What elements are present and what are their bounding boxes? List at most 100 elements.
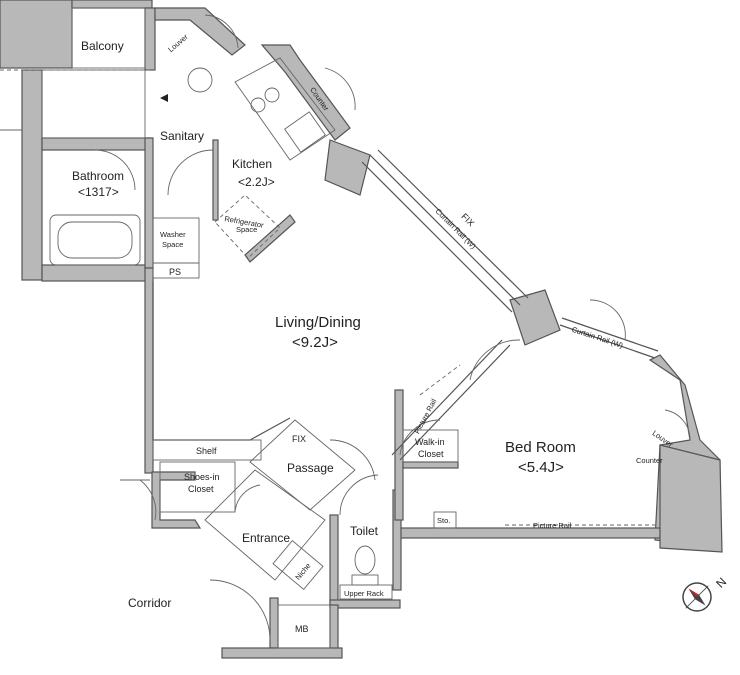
living-outline: [152, 282, 291, 441]
door-balcony: [204, 14, 239, 49]
wall-mid-pillar: [509, 289, 561, 346]
wall-toilet-left: [329, 514, 339, 606]
arrow-marker-icon: [160, 94, 168, 102]
label-walkin-2: Closet: [418, 449, 444, 459]
wall-kitchen-left: [212, 139, 219, 221]
window-living: [369, 154, 521, 306]
label-upper-rack: Upper Rack: [344, 589, 384, 598]
bed-partition: [399, 344, 511, 461]
wall-living-left: [144, 267, 154, 474]
wall-bottom: [221, 647, 343, 659]
wall-toilet-bottom: [329, 599, 401, 609]
shoes-closet: [159, 461, 236, 513]
label-fix-window: FIX: [459, 211, 476, 228]
label-shoes-1: Shoes-in: [184, 472, 220, 482]
label-louver-top: Louver: [166, 32, 190, 54]
stove-burner-1: [250, 97, 266, 113]
window-living-3: [361, 161, 513, 313]
wall-bath-top: [41, 137, 151, 151]
washbasin: [187, 67, 213, 93]
bathtub-inner: [57, 221, 133, 259]
upper-rack: [339, 584, 393, 600]
bathtub: [49, 214, 141, 266]
wall-bath-right: [144, 137, 154, 269]
label-niche: Niche: [293, 561, 312, 581]
wall-kitchen-top: [154, 7, 246, 56]
label-sto: Sto.: [437, 516, 450, 525]
stove-burner-2: [264, 87, 280, 103]
compass-north-label: N: [713, 575, 729, 591]
kitchen-counter: [234, 57, 336, 161]
label-shelf: Shelf: [196, 446, 217, 456]
label-bedroom-size: <5.4J>: [518, 459, 564, 476]
label-fix-passage: FIX: [292, 434, 306, 444]
picture-rail-living: [419, 364, 461, 396]
door-entrance: [209, 579, 271, 641]
label-shoes-2: Closet: [188, 484, 214, 494]
label-counter-bed: Counter: [636, 456, 663, 465]
refrigerator-space: [214, 194, 281, 259]
wall-balcony-right: [144, 7, 156, 71]
wall-balcony-top: [71, 0, 153, 9]
door-bedroom-window-2: [664, 409, 691, 441]
label-curtain-bed: Curtain Rail (W): [571, 325, 625, 350]
wall-closet-left: [394, 389, 404, 521]
wall-mb-left: [269, 597, 279, 649]
door-shoes: [234, 484, 261, 513]
entrance-box: [204, 469, 326, 581]
toilet-bowl: [354, 545, 376, 575]
label-bedroom: Bed Room: [505, 439, 576, 456]
bed-partition-2: [391, 339, 503, 456]
wall-left-lower: [41, 264, 153, 282]
wall-left-exterior: [21, 69, 43, 281]
door-corridor: [139, 479, 157, 521]
wall-closet-bottom: [402, 461, 459, 469]
labels: Balcony Sanitary Kitchen <2.2J> Bathroom…: [72, 32, 675, 634]
walkin-closet: [402, 429, 459, 463]
walls: [0, 0, 723, 659]
label-bathroom: Bathroom: [72, 169, 124, 183]
sanitary-area: [41, 69, 146, 139]
door-bedroom-window: [589, 299, 626, 341]
label-balcony: Balcony: [81, 39, 124, 53]
shelf: [152, 439, 262, 461]
label-living: Living/Dining: [275, 314, 361, 331]
wall-bed-bottom: [397, 527, 661, 539]
label-washer-1: Washer: [160, 230, 186, 239]
label-living-size: <9.2J>: [292, 334, 338, 351]
window-bed-2: [561, 317, 659, 352]
balcony-floor: [71, 7, 146, 69]
sto-box: [433, 511, 457, 529]
label-curtain-living: Curtain Rail (W): [434, 207, 478, 251]
door-toilet: [339, 474, 379, 516]
compass-icon: N: [682, 575, 729, 612]
door-sanitary: [167, 149, 214, 196]
door-bathroom: [94, 149, 136, 191]
label-picture-rail-bed: Picture Rail: [533, 521, 572, 530]
door-closet: [399, 419, 441, 456]
window-bed: [559, 324, 656, 359]
ps-box: [152, 262, 200, 279]
label-entrance: Entrance: [242, 531, 290, 545]
outlines: [0, 7, 659, 649]
label-passage: Passage: [287, 461, 334, 475]
wall-right-block: [659, 444, 723, 553]
niche: [272, 540, 324, 590]
wall-mb-right: [329, 604, 339, 651]
label-bathroom-size: <1317>: [78, 185, 119, 199]
doors: [94, 14, 691, 641]
label-washer-2: Space: [162, 240, 183, 249]
door-passage: [329, 439, 376, 481]
mb-box: [277, 604, 331, 649]
label-mb: MB: [295, 624, 309, 634]
wall-fridge: [244, 214, 296, 263]
sink: [284, 111, 326, 153]
toilet-tank: [351, 574, 379, 586]
door-bedroom: [469, 339, 521, 381]
label-fridge-2: Space: [236, 225, 257, 234]
label-kitchen-size: <2.2J>: [238, 175, 275, 189]
label-ps: PS: [169, 267, 181, 277]
label-toilet: Toilet: [350, 524, 379, 538]
window-living-2: [377, 149, 529, 299]
